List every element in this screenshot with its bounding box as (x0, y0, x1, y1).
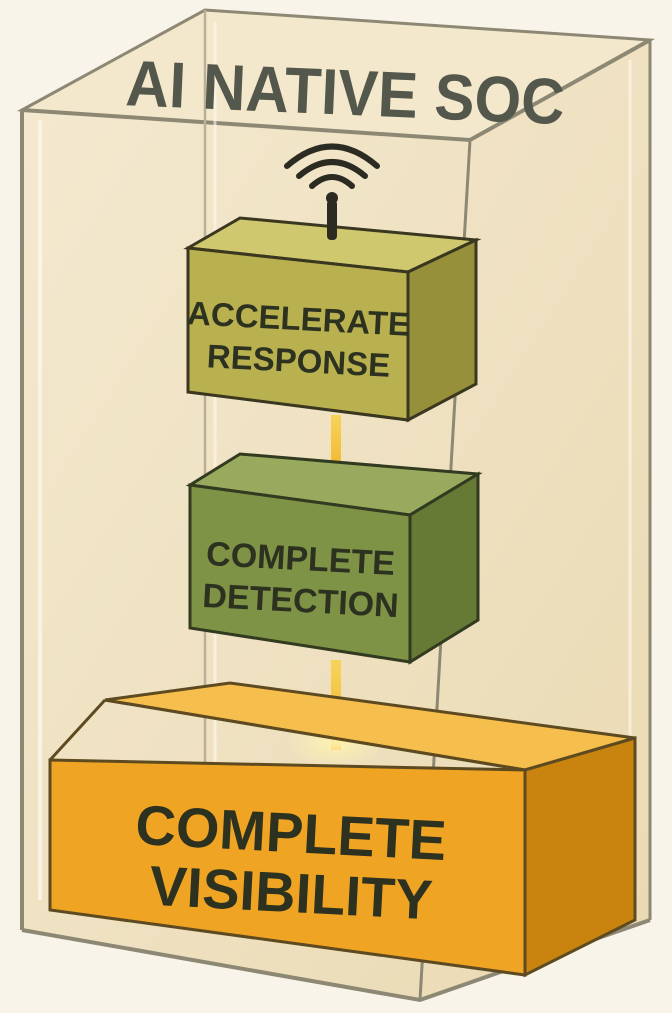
connector-top-middle (331, 415, 341, 475)
layer-block-middle: COMPLETE DETECTION (185, 452, 483, 665)
layer-block-base: COMPLETE VISIBILITY (48, 681, 637, 978)
base-label-line-2: VISIBILITY (148, 854, 434, 932)
wireless-signal-icon (284, 143, 380, 240)
layer-block-top: ACCELERATE RESPONSE (183, 216, 482, 423)
